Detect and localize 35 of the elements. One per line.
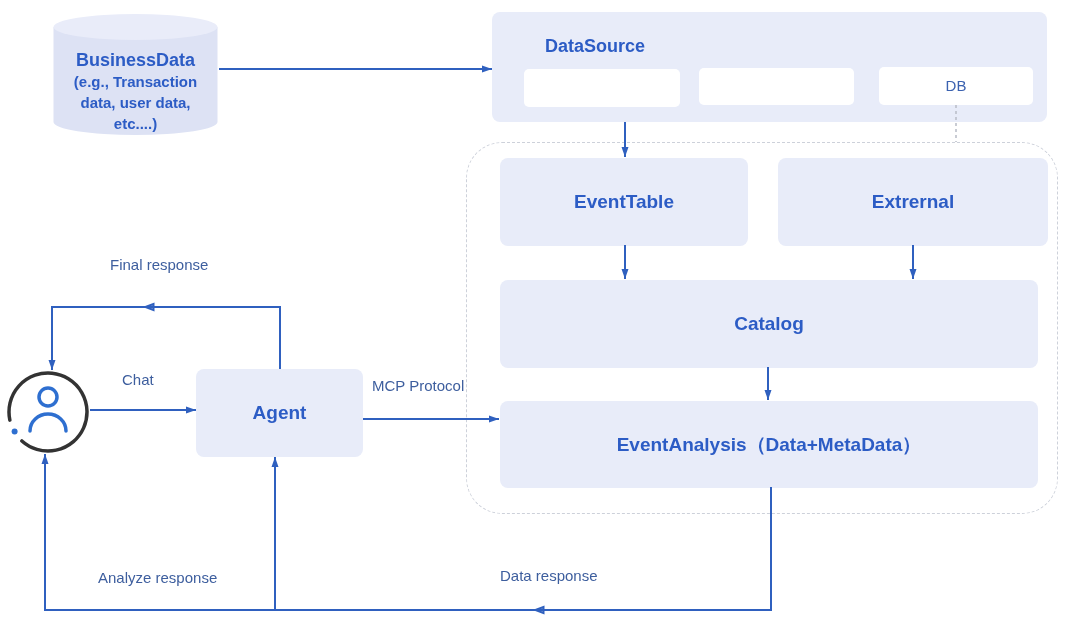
process-box xyxy=(778,158,1048,246)
arrow xyxy=(362,415,500,423)
edge-label: Final response xyxy=(110,256,209,274)
agent-box xyxy=(196,369,363,457)
arrow xyxy=(621,244,629,280)
edge-label: MCP Protocol xyxy=(372,377,465,395)
arrow xyxy=(621,121,629,158)
node-title: Extrernal xyxy=(871,190,955,214)
source-box xyxy=(879,67,1033,105)
edge-label: Data response xyxy=(500,567,598,585)
dashed-group-boundary xyxy=(466,142,1058,514)
dotted-line xyxy=(955,104,957,143)
arrow xyxy=(218,65,493,73)
node-label: DB xyxy=(945,77,967,95)
process-box xyxy=(500,280,1038,368)
node-description: (e.g., Transaction data, user data, etc....) xyxy=(72,72,199,134)
edge-label: Analyze response xyxy=(98,569,218,587)
node-title: BusinessData xyxy=(75,49,196,71)
arrow xyxy=(41,453,276,611)
arrow xyxy=(764,366,772,401)
process-box xyxy=(500,158,748,246)
node-title: EventTable xyxy=(574,190,674,214)
node-title: Agent xyxy=(252,401,307,425)
user-avatar-icon xyxy=(6,370,90,454)
node-title: Catalog xyxy=(734,312,804,336)
arrow xyxy=(909,244,917,280)
arrow xyxy=(271,456,279,611)
process-box xyxy=(500,401,1038,488)
node-title: DataSource xyxy=(545,35,646,57)
arrow xyxy=(89,406,197,414)
source-panel xyxy=(492,12,1047,122)
edge-label: Chat xyxy=(122,371,154,389)
arrow xyxy=(274,486,772,614)
node-title: EventAnalysis（Data+MetaData） xyxy=(616,432,922,457)
arrow xyxy=(48,302,281,371)
